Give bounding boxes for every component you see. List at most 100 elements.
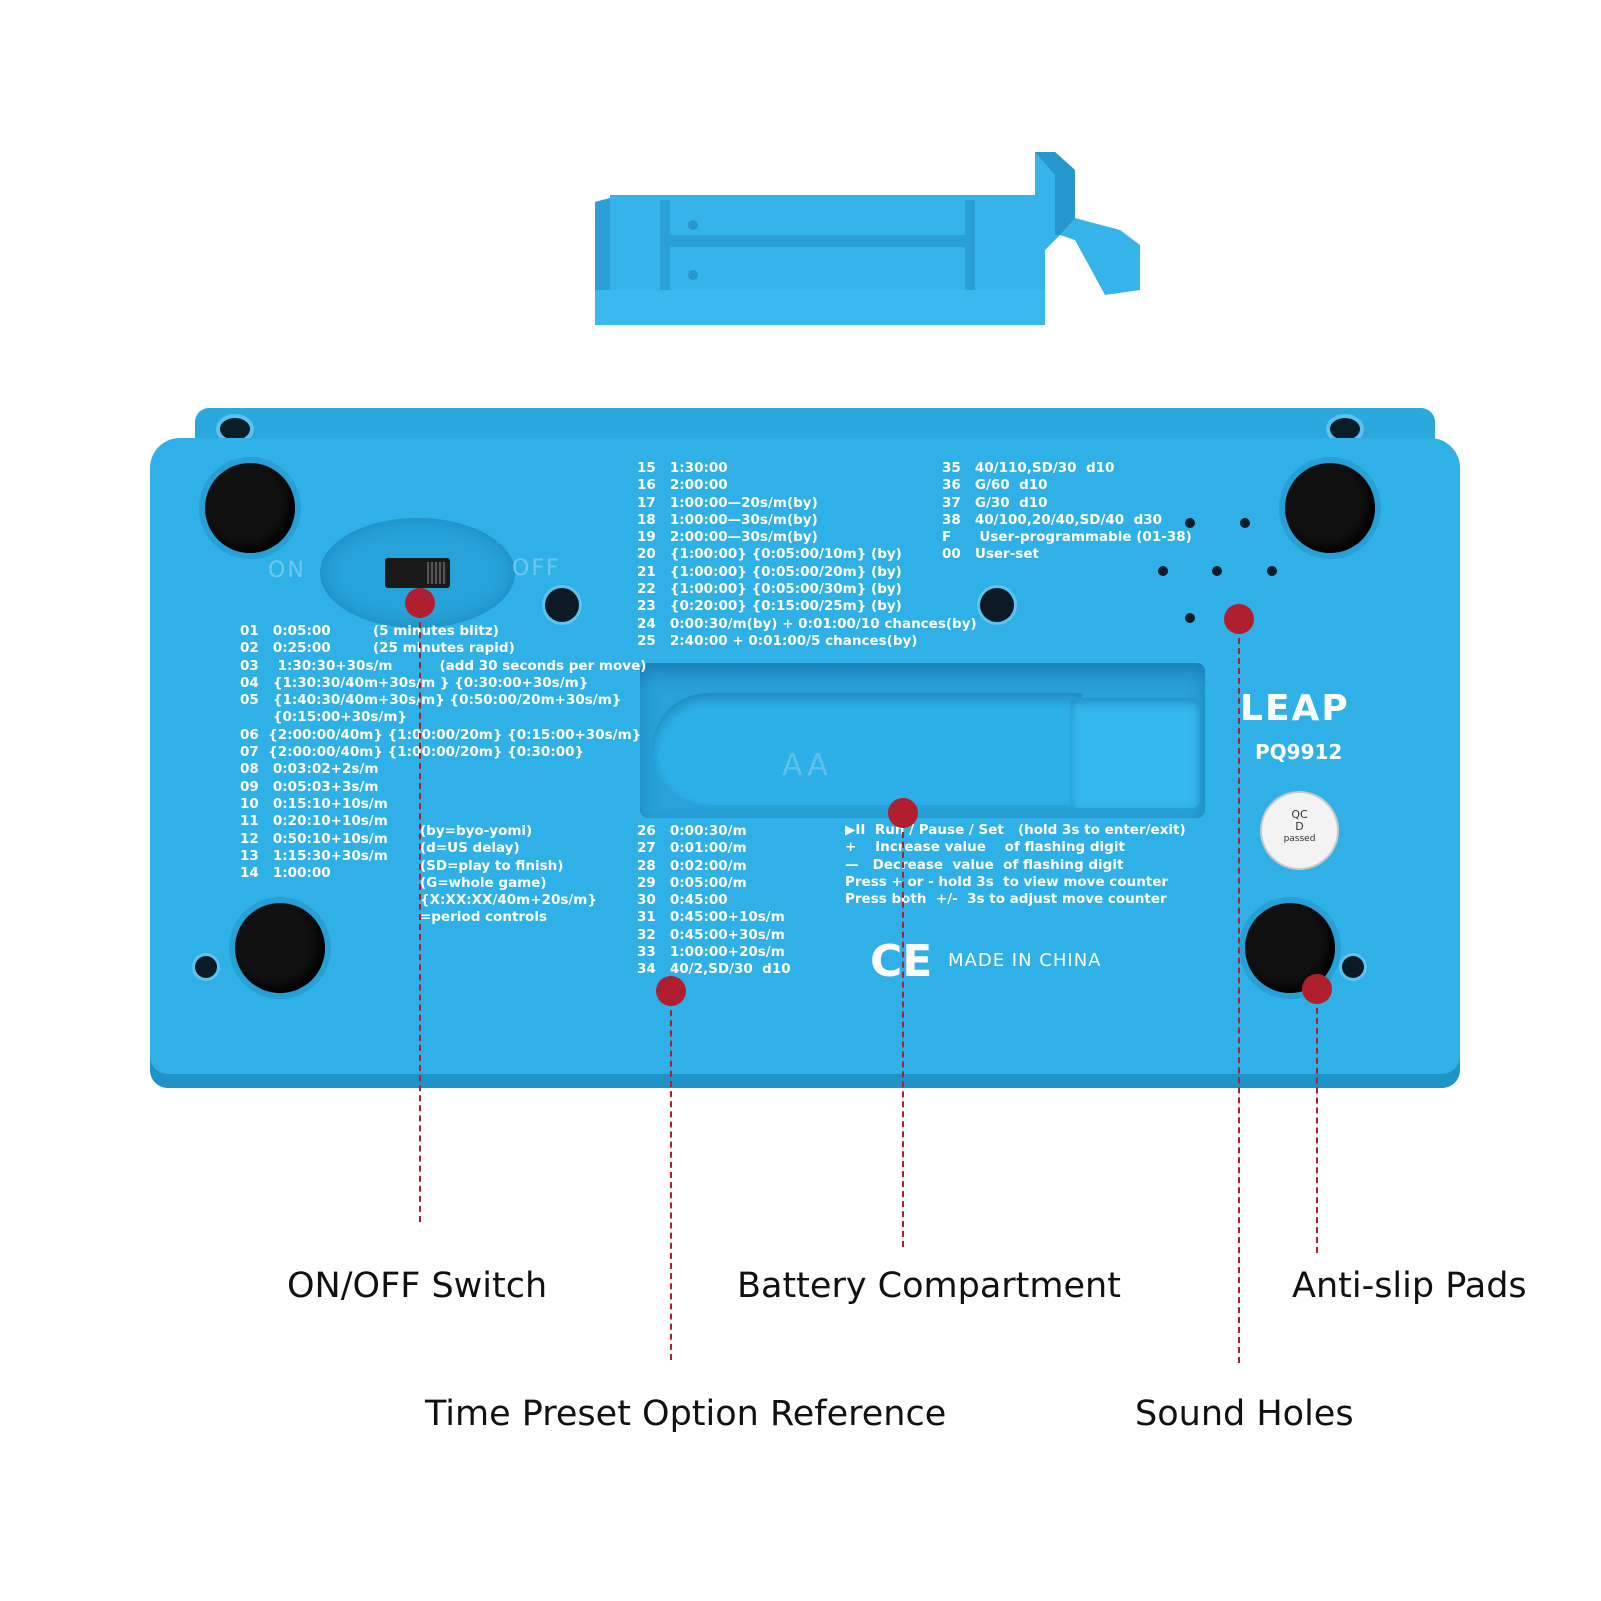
- leader-battery: [902, 812, 904, 1247]
- preset-line: 04 {1:30:30/40m+30s/m } {0:30:00+30s/m}: [240, 674, 589, 691]
- label-sound-holes: Sound Holes: [1135, 1394, 1354, 1434]
- preset-line: 32 0:45:00+30s/m: [637, 926, 785, 943]
- round-hole: [980, 588, 1014, 622]
- preset-line: 01 0:05:00 (5 minutes blitz): [240, 623, 499, 639]
- callout-dot-presets: [656, 976, 686, 1006]
- mount-hole: [220, 418, 250, 440]
- qc-line2: D: [1295, 820, 1304, 833]
- ce-mark: CE: [870, 936, 933, 987]
- callout-dot-sound: [1224, 604, 1254, 634]
- preset-line: (G=whole game): [420, 874, 547, 891]
- preset-line: 34 40/2,SD/30 d10: [637, 961, 791, 978]
- preset-line: 23 {0:20:00} {0:15:00/25m} (by): [637, 598, 902, 615]
- preset-line: 10 0:15:10+10s/m: [240, 795, 388, 812]
- mount-hole: [1330, 418, 1360, 440]
- preset-line: 20 {1:00:00} {0:05:00/10m} (by): [637, 546, 902, 563]
- preset-legend: (by=byo-yomi)(d=US delay)(SD=play to fin…: [420, 823, 597, 927]
- model-number: PQ9912: [1255, 740, 1343, 764]
- preset-line: 33 1:00:00+20s/m: [637, 944, 785, 961]
- preset-line: 07 {2:00:00/40m} {1:00:00/20m} {0:30:00}: [240, 744, 585, 761]
- round-hole: [545, 588, 579, 622]
- leader-on-off: [419, 602, 421, 1222]
- battery-compartment: AA: [640, 663, 1205, 818]
- battery-cover: [595, 152, 1140, 325]
- preset-line: Press both +/- 3s to adjust move counter: [845, 891, 1167, 908]
- preset-line: 09 0:05:03+3s/m: [240, 778, 379, 795]
- anti-slip-pad: [1285, 463, 1375, 553]
- callout-dot-on-off: [405, 588, 435, 618]
- label-anti-slip-pads: Anti-slip Pads: [1292, 1266, 1527, 1306]
- anti-slip-pad: [235, 903, 325, 993]
- preset-line: (SD=play to finish): [420, 857, 564, 874]
- preset-line: Press + or - hold 3s to view move counte…: [845, 873, 1169, 890]
- preset-line: {X:XX:XX/40m+20s/m}: [420, 892, 597, 909]
- label-time-preset-reference: Time Preset Option Reference: [425, 1394, 947, 1434]
- sound-hole: [1212, 566, 1222, 576]
- sound-hole: [1185, 613, 1195, 623]
- preset-line: 13 1:15:30+30s/m: [240, 847, 388, 864]
- preset-line: 30 0:45:00: [637, 892, 728, 909]
- made-in-label: MADE IN CHINA: [948, 950, 1102, 971]
- callout-dot-battery: [888, 798, 918, 828]
- label-on-off-switch: ON/OFF Switch: [287, 1266, 548, 1306]
- preset-line: 02 0:25:00 (25 minutes rapid): [240, 640, 515, 657]
- preset-line: {0:15:00+30s/m}: [240, 709, 408, 726]
- preset-line: 27 0:01:00/m: [637, 840, 747, 857]
- preset-line: 22 {1:00:00} {0:05:00/30m} (by): [637, 581, 902, 598]
- brand-logo: LEAP: [1240, 688, 1350, 729]
- screw-icon: [195, 956, 217, 978]
- preset-line: 31 0:45:00+10s/m: [637, 909, 785, 926]
- preset-line: 12 0:50:10+10s/m: [240, 830, 388, 847]
- leader-sound: [1238, 618, 1240, 1363]
- preset-line: 29 0:05:00/m: [637, 874, 747, 891]
- preset-line: 36 G/60 d10: [942, 477, 1048, 494]
- chess-clock-back: ON OFF AA 01 0:05:00 (5 minutes blitz)02…: [150, 408, 1460, 1088]
- anti-slip-pad: [205, 463, 295, 553]
- preset-line: (d=US delay): [420, 840, 520, 857]
- preset-line: 24 0:00:30/m(by) + 0:01:00/10 chances(by…: [637, 615, 977, 632]
- preset-line: 38 40/100,20/40,SD/40 d30: [942, 511, 1163, 528]
- preset-line: 06 {2:00:00/40m} {1:00:00/20m} {0:15:00+…: [240, 726, 642, 743]
- screw-icon: [1342, 956, 1364, 978]
- switch-off-label: OFF: [512, 556, 561, 581]
- preset-line: — Decrease value of flashing digit: [845, 856, 1124, 873]
- preset-line: F User-programmable (01-38): [942, 529, 1192, 546]
- leader-pads: [1316, 988, 1318, 1253]
- preset-line: 17 1:00:00—20s/m(by): [637, 494, 818, 511]
- preset-line: 18 1:00:00—30s/m(by): [637, 511, 818, 528]
- preset-line: 26 0:00:30/m: [637, 823, 747, 839]
- switch-on-label: ON: [268, 558, 306, 583]
- preset-line: 08 0:03:02+2s/m: [240, 761, 379, 778]
- preset-line: + Increase value of flashing digit: [845, 839, 1125, 856]
- qc-line1: QC: [1291, 808, 1308, 821]
- battery-contact: [1070, 698, 1200, 808]
- preset-line: 05 {1:40:30/40m+30s/m} {0:50:00/20m+30s/…: [240, 692, 622, 709]
- preset-line: (by=byo-yomi): [420, 823, 533, 839]
- sound-hole: [1267, 566, 1277, 576]
- sound-hole: [1158, 566, 1168, 576]
- preset-line: 28 0:02:00/m: [637, 857, 747, 874]
- battery-type-label: AA: [782, 748, 832, 783]
- preset-line: ▶II Run / Pause / Set (hold 3s to enter/…: [845, 822, 1186, 838]
- preset-line: 03 1:30:30+30s/m (add 30 seconds per mov…: [240, 657, 647, 674]
- instructions: ▶II Run / Pause / Set (hold 3s to enter/…: [845, 820, 1186, 908]
- preset-line: =period controls: [420, 909, 547, 926]
- qc-line3: passed: [1283, 834, 1316, 844]
- sound-hole: [1240, 518, 1250, 528]
- preset-line: 19 2:00:00—30s/m(by): [637, 529, 818, 546]
- preset-line: 37 G/30 d10: [942, 494, 1048, 511]
- on-off-switch[interactable]: [385, 558, 450, 588]
- preset-line: 25 2:40:00 + 0:01:00/5 chances(by): [637, 632, 918, 649]
- qc-sticker: QC D passed: [1262, 793, 1337, 868]
- leader-presets: [670, 990, 672, 1360]
- preset-line: 21 {1:00:00} {0:05:00/20m} (by): [637, 563, 902, 580]
- preset-line: 35 40/110,SD/30 d10: [942, 460, 1115, 476]
- callout-dot-pads: [1302, 974, 1332, 1004]
- sound-hole: [1185, 518, 1195, 528]
- preset-list-left: 01 0:05:00 (5 minutes blitz)02 0:25:00 (…: [240, 623, 646, 882]
- preset-line: 16 2:00:00: [637, 477, 728, 494]
- battery-slot: AA: [652, 693, 1082, 805]
